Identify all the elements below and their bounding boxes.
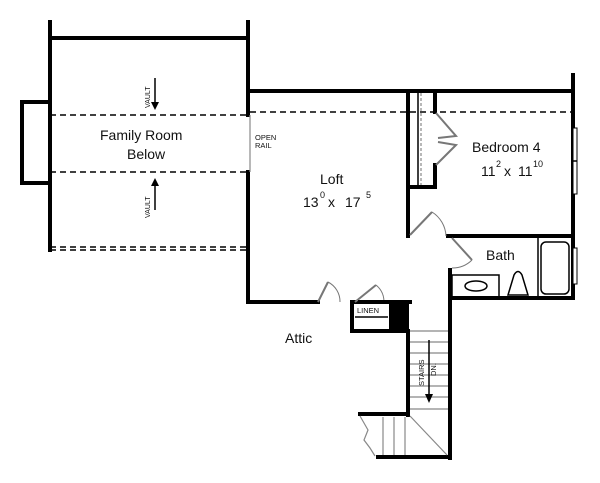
attic-door-left[interactable] xyxy=(317,281,341,303)
vanity xyxy=(451,274,500,298)
open-rail-label-2: RAIL xyxy=(255,141,272,150)
family-room-label: Family Room xyxy=(100,127,182,143)
bedroom-window xyxy=(572,127,578,195)
bathtub xyxy=(537,238,570,297)
svg-text:11: 11 xyxy=(518,163,533,179)
bathtub-icon xyxy=(540,241,570,295)
toilet-icon xyxy=(506,270,530,296)
linen-label: LINEN xyxy=(357,306,379,315)
svg-text:11: 11 xyxy=(481,163,496,179)
loft-dimensions: 13 0 x 17 5 xyxy=(303,190,371,210)
family-room-area xyxy=(20,20,251,304)
bath-window xyxy=(572,247,578,285)
bedroom4-label: Bedroom 4 xyxy=(472,139,541,155)
svg-text:0: 0 xyxy=(320,190,325,200)
arrow-up-icon xyxy=(151,178,159,186)
attic-label: Attic xyxy=(285,330,312,346)
open-rail-label-1: OPEN xyxy=(255,133,276,142)
bath-door[interactable] xyxy=(451,237,473,269)
bedroom4-dimensions: 11 2 x 11 10 xyxy=(481,159,543,179)
arrow-down-icon xyxy=(151,102,159,110)
svg-text:13: 13 xyxy=(303,194,319,210)
closet-door-bottom[interactable] xyxy=(435,141,459,166)
stairs-dn-label: DN. xyxy=(429,363,438,376)
svg-text:x: x xyxy=(504,163,511,179)
vault-arrow-bottom xyxy=(151,178,159,210)
closet-door-top[interactable] xyxy=(435,112,459,139)
svg-text:10: 10 xyxy=(533,159,543,169)
sink-icon xyxy=(464,280,488,292)
svg-text:2: 2 xyxy=(496,159,501,169)
stairs xyxy=(358,298,452,460)
vault-label-top: VAULT xyxy=(145,86,152,108)
bedroom-door[interactable] xyxy=(409,211,447,237)
vault-arrow-top xyxy=(151,78,159,110)
svg-text:5: 5 xyxy=(366,190,371,200)
vault-label-bottom: VAULT xyxy=(145,196,152,218)
attic-door-right[interactable] xyxy=(354,284,385,303)
bath-label: Bath xyxy=(486,247,515,263)
linen-closet xyxy=(350,300,412,333)
loft-walls xyxy=(246,73,575,414)
family-room-below-label: Below xyxy=(127,146,166,162)
svg-text:x: x xyxy=(328,194,335,210)
svg-text:17: 17 xyxy=(345,194,361,210)
stairs-down-arrow-icon xyxy=(425,394,433,403)
stairs-label: STAIRS xyxy=(417,359,426,386)
loft-label: Loft xyxy=(320,171,343,187)
